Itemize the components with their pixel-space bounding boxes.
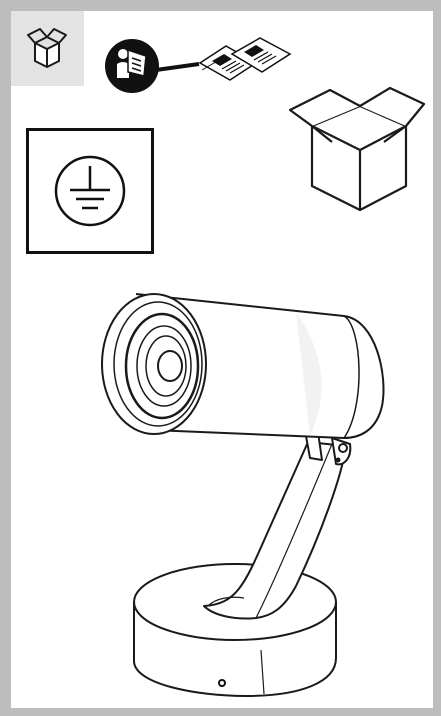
section-tab	[11, 11, 84, 86]
page-frame-right	[433, 0, 441, 716]
page-frame-top	[0, 0, 441, 11]
read-manual-icon	[105, 37, 292, 93]
protective-earth-icon	[26, 128, 154, 254]
spotlight-arm	[203, 441, 347, 620]
outdoor-spotlight-illustration	[101, 293, 385, 697]
leaflet-icon	[230, 37, 292, 73]
open-box-icon	[288, 86, 426, 212]
page-frame-left	[0, 0, 11, 716]
spotlight-lens	[101, 293, 207, 435]
spotlight-base	[133, 563, 337, 697]
page-frame-bottom	[0, 708, 441, 716]
package-contents-icon	[27, 28, 67, 68]
